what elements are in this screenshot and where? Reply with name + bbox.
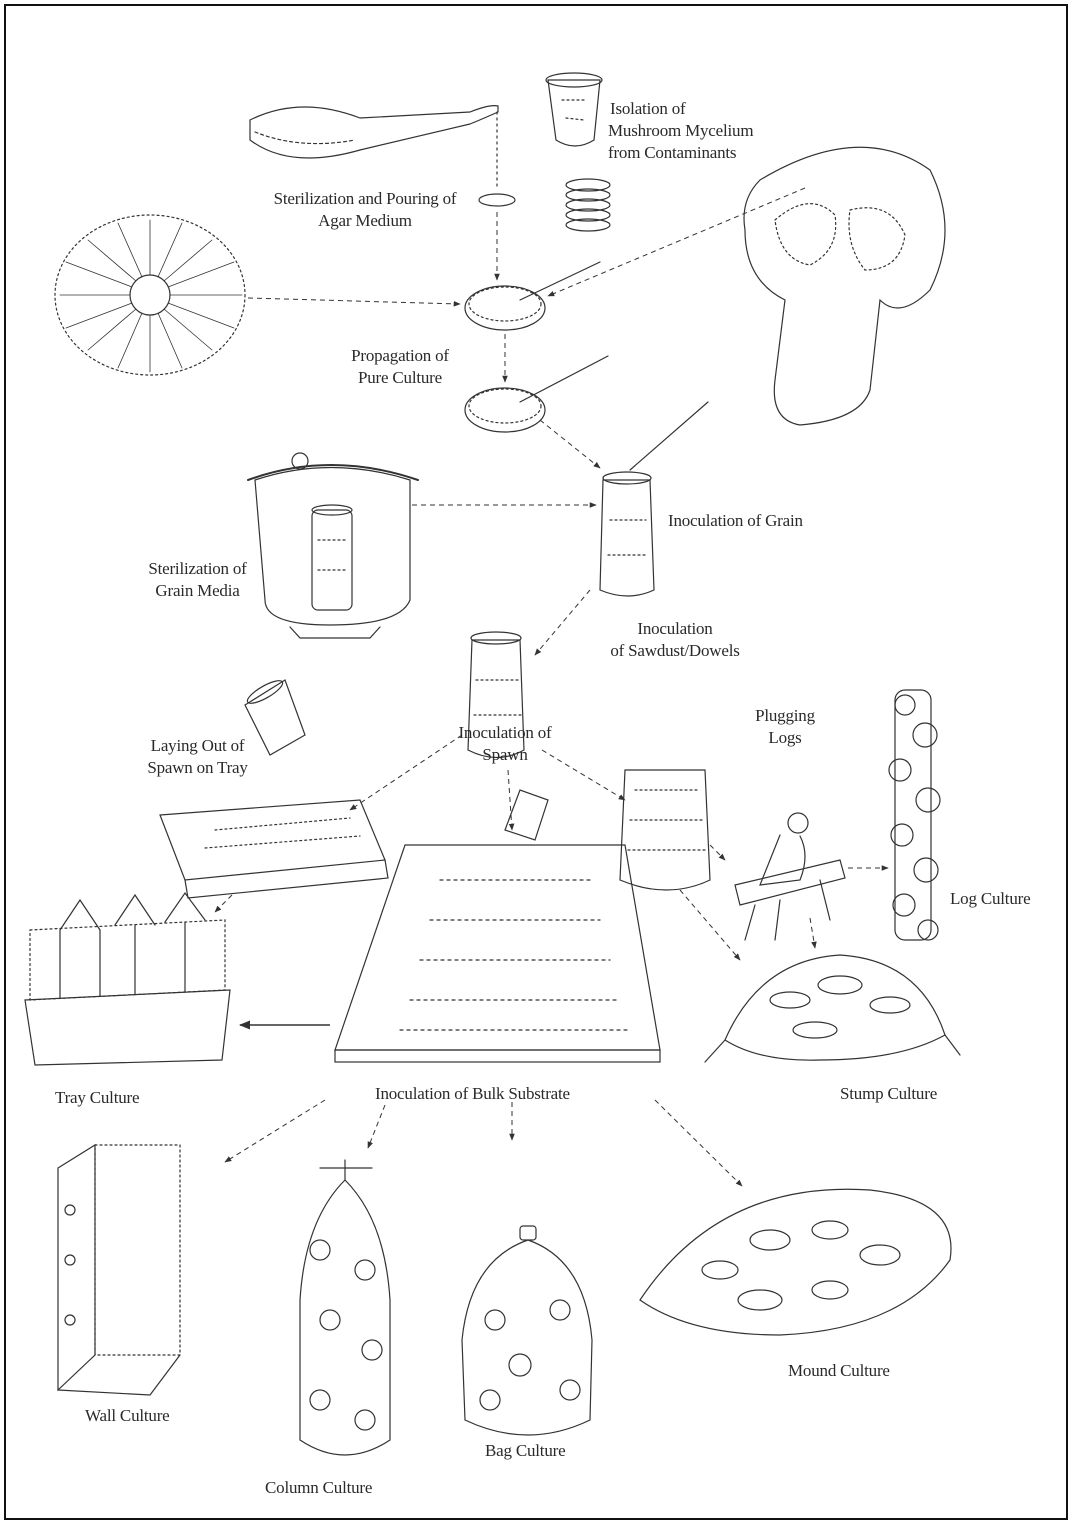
sawdust-spawn-bag-illustration [620, 770, 710, 890]
label-inoculation-sawdust: Inoculation of Sawdust/Dowels [575, 618, 775, 662]
label-log-culture: Log Culture [950, 888, 1030, 910]
column-culture-illustration [300, 1160, 390, 1455]
plugging-logs-illustration [735, 813, 845, 940]
label-stump-culture: Stump Culture [840, 1083, 937, 1105]
label-sterilization-grain: Sterilization of Grain Media [130, 558, 265, 602]
pressure-cooker-illustration [248, 453, 418, 638]
label-inoculation-spawn: Inoculation of Spawn [430, 722, 580, 766]
label-mound-culture: Mound Culture [788, 1360, 890, 1382]
stump-culture-illustration [705, 955, 960, 1062]
petri-dish-isolation-illustration [465, 262, 600, 330]
label-laying-out: Laying Out of Spawn on Tray [130, 735, 265, 779]
label-inoculation-grain: Inoculation of Grain [668, 510, 803, 532]
label-sterilization-agar: Sterilization and Pouring of Agar Medium [230, 188, 500, 232]
label-bag-culture: Bag Culture [485, 1440, 565, 1462]
spore-print-illustration [55, 215, 245, 375]
label-propagation: Propagation of Pure Culture [325, 345, 475, 389]
label-bulk-substrate: Inoculation of Bulk Substrate [375, 1083, 570, 1105]
log-culture-illustration [889, 690, 940, 940]
grain-jar-illustration [600, 402, 708, 596]
mound-culture-illustration [640, 1189, 951, 1335]
bag-culture-illustration [462, 1226, 592, 1435]
label-isolation: Isolation of Mushroom Mycelium from Cont… [608, 98, 753, 164]
petri-dish-propagation-illustration [465, 356, 608, 432]
label-tray-culture: Tray Culture [55, 1087, 139, 1109]
bulk-substrate-illustration [335, 790, 660, 1062]
label-column-culture: Column Culture [265, 1477, 372, 1499]
wall-culture-illustration [58, 1145, 180, 1395]
tray-culture-illustration [25, 893, 230, 1065]
mushroom-cross-section-illustration [744, 147, 945, 425]
culture-jar-illustration [546, 73, 602, 146]
flask-illustration [250, 106, 498, 190]
flow-arrows [215, 188, 888, 1186]
spawn-tray-illustration [160, 800, 388, 898]
label-plugging-logs: Plugging Logs [745, 705, 825, 749]
petri-dish-stack-illustration [566, 179, 610, 231]
label-wall-culture: Wall Culture [85, 1405, 170, 1427]
